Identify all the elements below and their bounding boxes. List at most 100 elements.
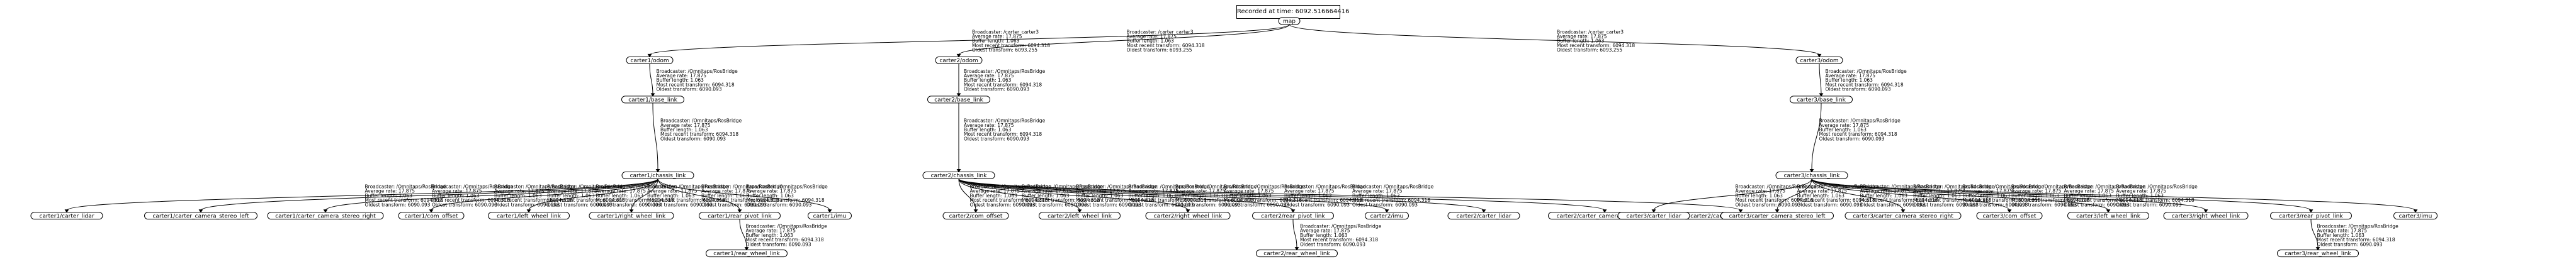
frame-node-label: carter2/imu	[1370, 213, 1404, 219]
tf-edge	[1811, 178, 2416, 211]
edge-label-line: Most recent transform: 6094.318	[432, 197, 510, 203]
edge-arrowhead	[64, 209, 69, 213]
edge-label-line: Broadcaster: /Omnitaps/RosBridge	[657, 69, 738, 74]
edge-label-line: Buffer length: 1.063	[972, 38, 1020, 44]
edge-label-line: Average rate: 17.875	[2116, 189, 2167, 194]
tf-frame-node[interactable]: carter2/carter_lidar	[1447, 212, 1520, 220]
edge-label-line: Most recent transform: 6094.318	[596, 197, 674, 203]
tf-frame-node[interactable]: carter3/carter_lidar	[1617, 212, 1690, 220]
edge-label-line: Buffer length: 1.063	[1963, 193, 2011, 199]
frame-node-label: carter2/carter_lidar	[1456, 213, 1511, 219]
tf-frame-node[interactable]: carter1/imu	[808, 212, 852, 220]
frame-node-label: carter3/odom	[1800, 58, 1838, 64]
tf-edge	[657, 178, 740, 211]
tf-frame-node[interactable]: carter3/rear_pivot_link	[2270, 212, 2352, 220]
frame-node-box	[144, 212, 257, 220]
tf-frame-node[interactable]: carter2/left_wheel_link	[1039, 212, 1121, 220]
tf-frame-node[interactable]: carter1/carter_lidar	[30, 212, 103, 220]
frame-node-label: carter1/rear_wheel_link	[713, 251, 780, 257]
tf-frame-node[interactable]: carter1/right_wheel_link	[589, 212, 674, 220]
edge-label-line: Oldest transform: 6090.093	[1284, 202, 1350, 207]
tf-frame-node[interactable]: carter1/odom	[626, 56, 674, 64]
edge-label-line: Buffer length: 1.063	[1352, 193, 1400, 199]
tf-edge	[958, 178, 1189, 211]
edge-label-line: Most recent transform: 6094.318	[970, 197, 1048, 203]
tf-frame-node[interactable]: carter2/chassis_link	[922, 172, 995, 180]
edge-label-line: Broadcaster: /Omnitaps/RosBridge	[964, 69, 1046, 74]
tf-frame-node[interactable]: map	[1278, 17, 1301, 25]
tf-edge	[958, 178, 1294, 211]
frame-node-box	[1617, 212, 1690, 220]
edge-arrowhead	[1384, 209, 1389, 213]
tf-frame-node[interactable]: carter3/carter_camera_stereo_right	[1844, 212, 1962, 220]
tf-edge	[652, 102, 658, 170]
tf-frame-node[interactable]: carter1/carter_camera_stereo_right	[267, 212, 384, 220]
edge-label-line: Oldest transform: 6090.093	[547, 202, 613, 207]
tf-frame-node[interactable]: carter1/rear_wheel_link	[706, 250, 788, 258]
tf-frame-node[interactable]: carter2/rear_wheel_link	[1256, 250, 1338, 258]
edge-label-line: Oldest transform: 6090.093	[1819, 136, 1885, 141]
tf-edge	[1653, 178, 1812, 211]
edge-label-line: Most recent transform: 6094.318	[1819, 131, 1897, 137]
edge-label-line: Buffer length: 1.063	[1797, 193, 1845, 199]
tf-frame-node[interactable]: carter3/base_link	[1790, 96, 1853, 104]
edge-arrowhead	[650, 93, 655, 97]
frame-node-box	[2277, 250, 2359, 258]
edge-arrowhead	[1077, 209, 1082, 213]
tf-frame-node[interactable]: carter1/chassis_link	[621, 172, 694, 180]
tf-frame-node[interactable]: carter1/carter_camera_stereo_left	[144, 212, 257, 220]
edge-label-line: Oldest transform: 6090.093	[1175, 202, 1241, 207]
tf-edge	[2310, 219, 2319, 248]
frame-node-box	[589, 212, 674, 220]
edge-label-line: Broadcaster: /Omnitaps/RosBridge	[596, 184, 678, 189]
frame-node-box	[1844, 212, 1962, 220]
tf-frame-node[interactable]: carter3/rear_wheel_link	[2277, 250, 2359, 258]
edge-label-line: Average rate: 17.875	[657, 73, 707, 79]
tf-edge	[631, 178, 658, 211]
tf-edge	[1811, 178, 2206, 211]
tf-frame-node[interactable]: carter3/chassis_link	[1775, 172, 1848, 180]
edge-label-line: Average rate: 17.875	[1284, 189, 1335, 194]
edge-label-line: Broadcaster: /Omnitaps/RosBridge	[1913, 184, 1995, 189]
tf-frame-node[interactable]: carter1/com_offset	[398, 212, 465, 220]
edge-arrowhead	[323, 209, 328, 213]
frame-node-box	[1252, 212, 1334, 220]
edge-label-line: Buffer length: 1.063	[746, 233, 794, 238]
tf-frame-node[interactable]: carter2/odom	[935, 56, 983, 64]
tf-frame-node[interactable]: carter1/left_wheel_link	[488, 212, 570, 220]
edge-label-line: Buffer length: 1.063	[1076, 193, 1124, 199]
edge-label-line: Average rate: 17.875	[2317, 228, 2368, 234]
tf-frame-node[interactable]: carter3/com_offset	[1976, 212, 2043, 220]
tf-frame-node[interactable]: carter2/base_link	[927, 96, 990, 104]
edge-label-line: Most recent transform: 6094.318	[2064, 197, 2142, 203]
tf-frame-node[interactable]: carter3/right_wheel_link	[2163, 212, 2249, 220]
edge-label-line: Average rate: 17.875	[660, 123, 711, 128]
tf-frame-node[interactable]: carter1/base_link	[621, 96, 684, 104]
tf-edge	[958, 178, 1741, 211]
frame-node-label: carter2/carter_camera_stereo_left	[1557, 213, 1653, 219]
tf-edge	[1292, 219, 1297, 248]
tf-frame-node[interactable]: carter2/rear_pivot_link	[1252, 212, 1334, 220]
edge-arrowhead	[956, 169, 961, 173]
edge-label-line: Most recent transform: 6094.318	[1797, 197, 1875, 203]
edge-label-line: Average rate: 17.875	[596, 189, 647, 194]
tf-frame-node[interactable]: carter3/imu	[2393, 212, 2438, 220]
edge-arrowhead	[198, 209, 203, 213]
edge-label-line: Most recent transform: 6094.318	[964, 82, 1042, 87]
tf-frame-node[interactable]: carter2/imu	[1365, 212, 1409, 220]
tf-frame-node[interactable]: carter2/com_offset	[942, 212, 1009, 220]
edge-label-line: Most recent transform: 6094.318	[1913, 197, 1991, 203]
edge-label-line: Oldest transform: 6090.093	[1300, 241, 1365, 247]
tf-frame-node[interactable]: carter3/left_wheel_link	[2067, 212, 2149, 220]
tf-frame-node[interactable]: carter1/rear_pivot_link	[699, 212, 781, 220]
tf-frame-node[interactable]: carter3/carter_camera_stereo_left	[1720, 212, 1834, 220]
tf-frame-node[interactable]: carter2/right_wheel_link	[1145, 212, 1231, 220]
edge-label-line: Most recent transform: 6094.318	[747, 197, 825, 203]
tf-frame-node[interactable]: carter3/odom	[1795, 56, 1843, 64]
